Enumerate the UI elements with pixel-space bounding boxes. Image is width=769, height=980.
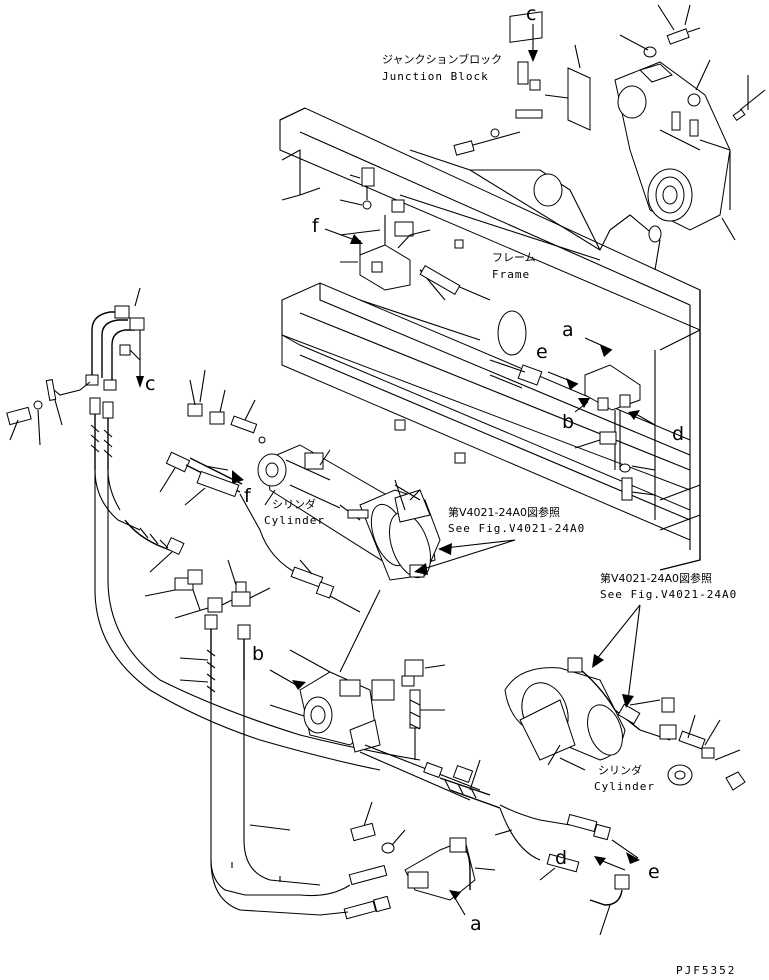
- cylinder-label-jp: シリンダ: [272, 497, 316, 511]
- see-fig-label-2-jp: 第V4021-24A0図参照: [600, 571, 712, 585]
- cylinder2-label-jp: シリンダ: [598, 763, 642, 777]
- middle-pipes: [159, 369, 361, 613]
- letter-b-mid: b: [252, 643, 264, 665]
- frame-label-jp: フレーム: [492, 251, 536, 264]
- junction-block: [453, 11, 591, 156]
- lowering-valve: [269, 589, 481, 801]
- lower-pipes: [423, 759, 640, 936]
- bottom-bracket: [210, 801, 496, 920]
- see-fig-arrows-upper: [414, 539, 516, 575]
- letter-c-top: c: [526, 3, 536, 25]
- letter-c-left: c: [145, 373, 155, 395]
- junction-block-label-en: Junction Block: [382, 70, 489, 83]
- cylinder-label-en: Cylinder: [264, 514, 325, 527]
- see-fig-label-1-en: See Fig.V4021-24A0: [448, 522, 585, 535]
- cylinder2-label-en: Cylinder: [594, 780, 655, 793]
- frame-structure: [279, 107, 701, 571]
- see-fig-label-2-en: See Fig.V4021-24A0: [600, 588, 737, 601]
- letter-callouts: c f a e b d c f b d e a: [145, 3, 684, 935]
- see-fig-arrows-lower: [592, 604, 641, 708]
- see-fig-label-1-jp: 第V4021-24A0図参照: [448, 505, 560, 519]
- letter-d-bottom: d: [555, 847, 567, 869]
- flow-divider-valve: [339, 167, 461, 301]
- letter-f-mid: f: [244, 485, 252, 507]
- leader-lines: [189, 234, 421, 831]
- top-bolts: [574, 4, 749, 241]
- left-pipe-bundle: [6, 287, 421, 896]
- junction-block-label-jp: ジャンクションブロック: [382, 52, 502, 66]
- letter-e-bottom: e: [648, 861, 660, 883]
- frame-label-en: Frame: [492, 268, 530, 281]
- letter-d-right: d: [672, 423, 684, 445]
- letter-e-right: e: [536, 341, 548, 363]
- text-labels: ジャンクションブロック Junction Block フレーム Frame シリ…: [264, 52, 737, 977]
- letter-f-top: f: [312, 215, 320, 237]
- part-code: PJF5352: [676, 964, 736, 977]
- letter-a-bottom: a: [470, 913, 482, 935]
- tilt-cylinder: [504, 657, 746, 791]
- lift-cylinder: [257, 444, 441, 581]
- right-valve-bracket: [489, 337, 656, 501]
- letter-a-right: a: [562, 319, 574, 341]
- hydraulic-pump: [614, 61, 766, 231]
- letter-b-right: b: [562, 411, 574, 433]
